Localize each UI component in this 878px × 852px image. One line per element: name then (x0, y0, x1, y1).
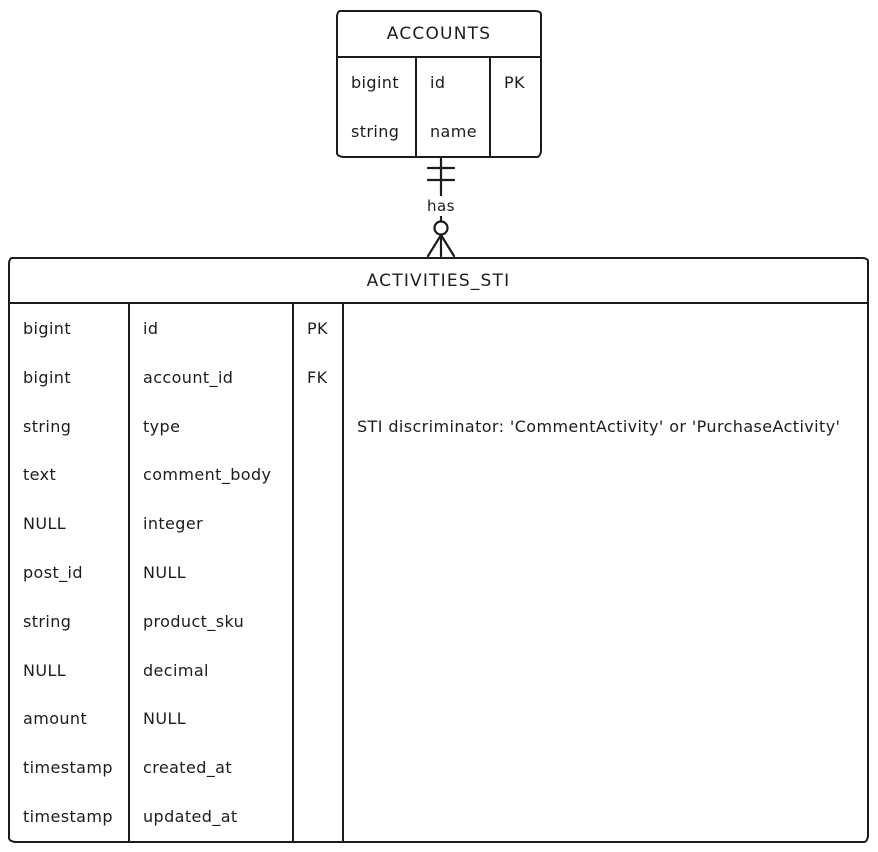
relationship-label: has (413, 196, 469, 216)
attr-key (489, 107, 540, 156)
attr-type: NULL (23, 660, 67, 680)
attr-type: bigint (23, 318, 72, 338)
attr-name: integer (128, 499, 292, 549)
attr-comment (342, 694, 867, 744)
attr-key (292, 792, 342, 841)
attr-key (292, 499, 342, 549)
attr-name: type (128, 401, 292, 451)
attr-name: created_at (128, 743, 292, 793)
attr-name: comment_body (128, 450, 292, 500)
entity-activities-sti-title: ACTIVITIES_STI (10, 259, 867, 304)
attr-type: string (23, 416, 72, 436)
attr-name: name (415, 107, 489, 156)
entity-activities-sti-attributes: bigint id PK bigint account_id FK string… (10, 304, 867, 841)
attr-comment (342, 792, 867, 841)
entity-activities-sti: ACTIVITIES_STI bigint id PK bigint accou… (8, 257, 869, 843)
attr-comment (342, 596, 867, 646)
attr-comment (342, 499, 867, 549)
attr-type: timestamp (23, 758, 113, 778)
attr-name: NULL (128, 694, 292, 744)
attr-name: account_id (128, 352, 292, 402)
attr-key (292, 596, 342, 646)
attr-type: timestamp (23, 807, 113, 827)
entity-accounts: ACCOUNTS bigint id PK string name (336, 10, 542, 158)
attr-comment (342, 450, 867, 500)
attr-key (292, 694, 342, 744)
attr-type: string (351, 122, 400, 141)
attr-type: NULL (23, 514, 67, 534)
attr-type: bigint (351, 73, 400, 92)
attr-comment (342, 645, 867, 695)
relationship-connector (426, 157, 456, 257)
attr-key (292, 401, 342, 451)
attr-key: PK (292, 304, 342, 353)
attr-key (292, 645, 342, 695)
attr-type: text (23, 465, 57, 485)
attr-key: PK (489, 58, 540, 107)
entity-accounts-attributes: bigint id PK string name (338, 58, 540, 156)
attr-comment (342, 548, 867, 597)
attr-comment: STI discriminator: 'CommentActivity' or … (342, 401, 867, 451)
attr-name: id (415, 58, 489, 107)
attr-key (292, 450, 342, 500)
attr-key (292, 548, 342, 597)
attr-type: string (23, 611, 72, 631)
attr-name: id (128, 304, 292, 353)
attr-type: post_id (23, 562, 83, 582)
attr-type: bigint (23, 367, 72, 387)
attr-name: updated_at (128, 792, 292, 841)
attr-name: NULL (128, 548, 292, 597)
attr-name: decimal (128, 645, 292, 695)
attr-comment (342, 304, 867, 353)
entity-accounts-title: ACCOUNTS (338, 12, 540, 58)
attr-type: amount (23, 709, 88, 729)
zero-or-many-cardinality-icon (426, 213, 456, 257)
attr-name: product_sku (128, 596, 292, 646)
attr-key (292, 743, 342, 793)
attr-comment (342, 352, 867, 402)
attr-key: FK (292, 352, 342, 402)
attr-comment (342, 743, 867, 793)
one-cardinality-icon (426, 157, 456, 198)
